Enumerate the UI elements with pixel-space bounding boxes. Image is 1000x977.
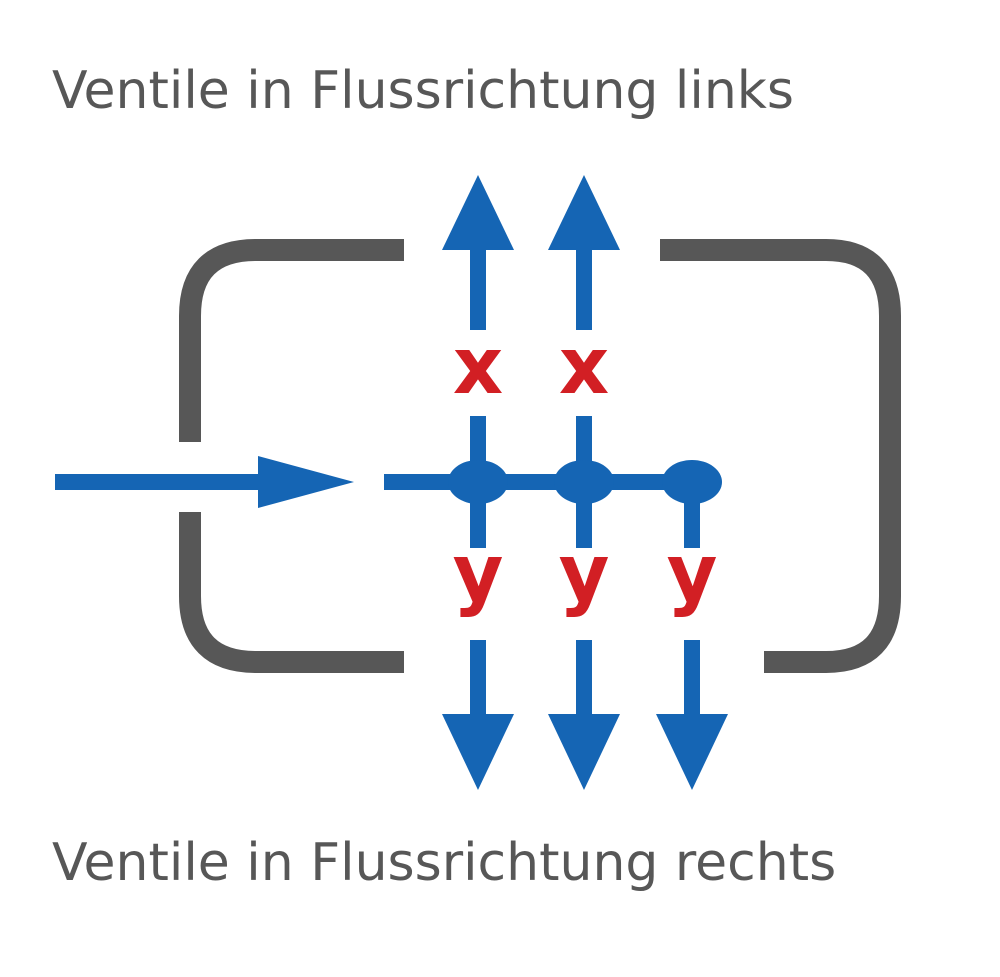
frame-right-bracket — [660, 239, 901, 673]
valve-column-1: x y — [442, 175, 514, 790]
valve-column-2: x y — [548, 175, 620, 790]
col2-down-arrowhead — [548, 714, 620, 790]
frame-left-bracket-lower — [179, 512, 404, 673]
col1-up-arrowhead — [442, 175, 514, 250]
col2-top-valve-label: x — [559, 322, 609, 412]
frame-left-bracket — [179, 239, 404, 442]
col3-bottom-valve-label: y — [667, 529, 718, 619]
col2-up-arrowhead — [548, 175, 620, 250]
col3-down-arrowhead — [656, 714, 728, 790]
caption-top: Ventile in Flussrichtung links — [52, 61, 794, 121]
col1-bottom-valve-label: y — [453, 529, 504, 619]
col1-top-valve-label: x — [453, 322, 503, 412]
caption-bottom: Ventile in Flussrichtung rechts — [52, 833, 836, 893]
col2-bottom-valve-label: y — [559, 529, 610, 619]
valve-column-3: y — [656, 460, 728, 790]
col1-down-arrowhead — [442, 714, 514, 790]
inflow-arrow-head — [258, 456, 354, 508]
